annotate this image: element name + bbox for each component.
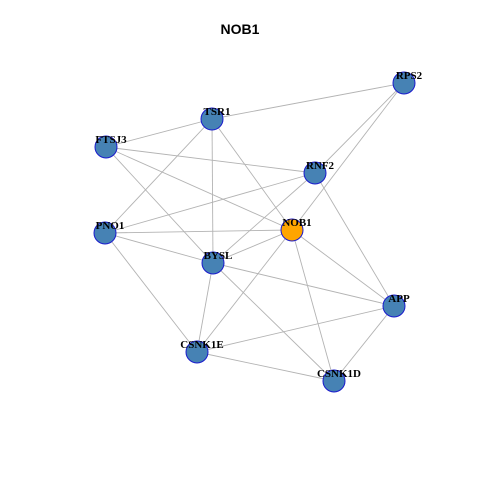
node-label-bysl: BYSL [204,250,233,262]
edge-app-csnk1d [333,305,395,382]
node-app: APP [382,293,410,318]
node-label-rnf2: RNF2 [306,160,335,172]
node-label-pno1: PNO1 [96,220,125,232]
node-label-ftsj3: FTSJ3 [95,134,127,146]
edge-app-csnk1e [196,305,395,353]
edge-tsr1-rps2 [211,82,405,120]
edge-tsr1-pno1 [104,118,213,234]
node-circle-tsr1 [200,107,224,131]
node-circle-nob1 [280,218,304,242]
edge-pno1-nob1 [104,229,293,234]
node-circle-app [382,294,406,318]
edge-ftsj3-nob1 [105,146,293,231]
edge-pno1-bysl [104,232,214,264]
node-circle-csnk1e [185,340,209,364]
node-rps2: RPS2 [392,70,423,95]
node-circle-ftsj3 [94,135,118,159]
node-rnf2: RNF2 [303,160,335,185]
edge-nob1-bysl [212,229,293,264]
edge-csnk1e-csnk1d [196,351,335,382]
node-tsr1: TSR1 [200,106,231,131]
edge-ftsj3-tsr1 [105,118,213,148]
node-label-app: APP [388,293,410,305]
edge-bysl-csnk1d [212,262,335,382]
edge-bysl-app [212,262,395,307]
node-csnk1d: CSNK1D [317,368,361,393]
node-bysl: BYSL [201,250,233,275]
edge-tsr1-bysl [211,118,214,264]
node-circle-bysl [201,251,225,275]
node-label-csnk1d: CSNK1D [317,368,361,380]
node-label-csnk1e: CSNK1E [180,339,223,351]
edge-rnf2-pno1 [104,172,316,234]
edge-tsr1-nob1 [211,118,293,231]
node-label-nob1: NOB1 [282,217,311,229]
node-circle-csnk1d [322,369,346,393]
edge-rnf2-bysl [212,172,316,264]
edge-rnf2-app [314,172,395,307]
node-circle-pno1 [93,221,117,245]
node-circle-rnf2 [303,161,327,185]
edge-rps2-rnf2 [314,82,405,174]
edge-pno1-csnk1e [104,232,198,353]
plot-title: NOB1 [220,21,260,37]
edge-ftsj3-rnf2 [105,146,316,174]
edge-nob1-app [291,229,395,307]
node-csnk1e: CSNK1E [180,339,224,364]
edge-nob1-csnk1d [291,229,335,382]
node-label-rps2: RPS2 [396,70,423,82]
node-circle-rps2 [392,71,416,95]
node-pno1: PNO1 [93,220,125,245]
node-nob1: NOB1 [280,217,312,242]
node-ftsj3: FTSJ3 [94,134,127,159]
node-label-tsr1: TSR1 [204,106,231,118]
edge-bysl-csnk1e [196,262,214,353]
edge-layer [104,82,405,382]
edge-nob1-csnk1e [196,229,293,353]
edge-rps2-nob1 [291,82,405,231]
edge-ftsj3-bysl [105,146,214,264]
